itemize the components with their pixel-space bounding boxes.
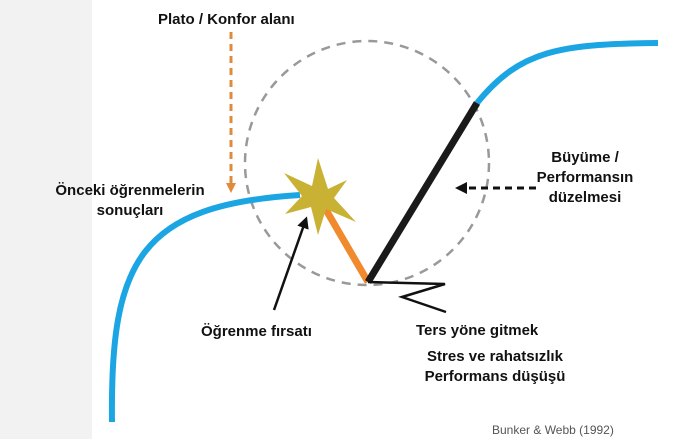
growth-curve (474, 40, 659, 105)
stress-label: Stres ve rahatsızlık Performans düşüşü (395, 347, 595, 387)
previous-learning-label-line1: Önceki öğrenmelerin (55, 182, 205, 199)
learning-opportunity-arrow (272, 216, 309, 311)
learning-opportunity-label: Öğrenme fırsatı (201, 323, 312, 340)
reverse-direction-zigzag (367, 280, 447, 314)
citation: Bunker & Webb (1992) (492, 423, 614, 437)
growth-label: Büyüme / Performansın düzelmesi (520, 148, 650, 208)
comfort-zone-circle (243, 39, 491, 287)
growth-label-line2: Performansın (536, 169, 634, 186)
plateau-label: Plato / Konfor alanı (158, 11, 295, 28)
stress-label-line1: Stres ve rahatsızlık (427, 348, 563, 365)
growth-label-line1: Büyüme / (551, 149, 619, 166)
learning-opportunity-burst (284, 158, 356, 235)
stress-label-line2: Performans düşüşü (424, 368, 566, 385)
reverse-direction-label: Ters yöne gitmek (416, 322, 539, 339)
growth-label-line3: düzelmesi (548, 189, 622, 206)
performance-dip-line (318, 201, 372, 284)
previous-learning-label-line2: sonuçları (96, 202, 164, 219)
previous-learning-label: Önceki öğrenmelerin sonuçları (40, 181, 220, 221)
previous-learning-curve (108, 192, 301, 423)
growth-line (365, 101, 480, 284)
